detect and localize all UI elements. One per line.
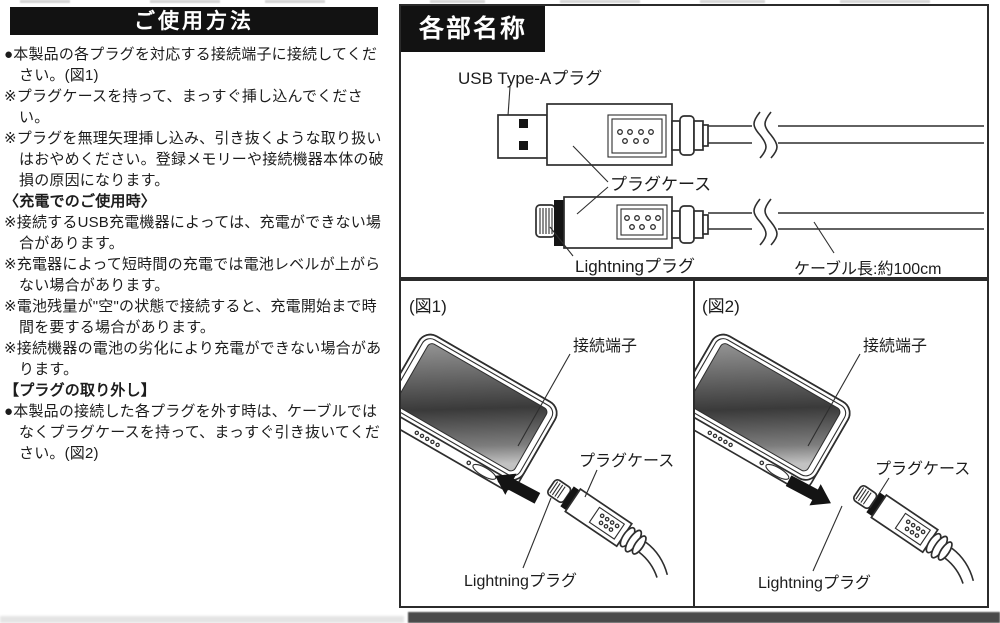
terminal-label: 接続端子 [573,337,637,355]
leader-line [517,353,571,447]
figure2-title: (図2) [702,297,740,316]
page-edge-artifact [20,0,70,3]
page-edge-artifact [700,0,765,3]
phone-illustration [695,333,851,495]
cable-boot [671,115,709,156]
usage-section-header: ご使用方法 [10,7,378,35]
usage-paragraph: ※プラグケースを持って、まっすぐ挿し込んでください。 [4,88,363,126]
usage-paragraph: ※充電器によって短時間の充電では電池レベルが上がらない場合があります。 [4,256,381,294]
page-edge-artifact [150,0,220,3]
leader-line [576,186,609,215]
part-names-panel: USB Type-Aプラグ プラグケース Lightningプラグ ケーブル長:… [399,4,989,279]
plug-case-label: プラグケース [875,460,970,478]
cable-line [708,111,984,159]
leader-line [812,505,843,572]
usage-subheader-charging: 〈充電でのご使用時〉 [4,193,157,210]
next-section-cutoff-bar [408,612,1000,623]
lightning-plug-illustration [852,484,975,584]
usage-subheader-unplug: 【プラグの取り外し】 [4,382,157,399]
usage-section-body: ●本製品の各プラグを対応する接続端子に接続してください。(図1) ※プラグケース… [4,44,391,464]
lightning-plug-label: Lightningプラグ [464,572,577,590]
usage-paragraph: ※電池残量が"空"の状態で接続すると、充電開始まで時間を要する場合があります。 [4,298,377,336]
leader-line [572,145,609,183]
remove-arrow-icon [785,475,831,506]
figures-diagram: (図1) 接続端子 プラグケース Lightningプラグ [401,281,975,606]
leader-line [813,221,835,254]
lightning-plug-label: Lightningプラグ [758,574,871,592]
cable-diagram: USB Type-Aプラグ プラグケース Lightningプラグ ケーブル長:… [458,69,984,277]
cable-length-label: ケーブル長:約100cm [794,259,942,277]
leader-line [584,469,598,498]
page-edge-artifact [560,0,640,3]
plug-case-label: プラグケース [579,452,674,470]
figure2: (図2) 接続端子 プラグケース Lightningプラグ [695,297,975,592]
usb-plug-drawing [497,86,984,166]
cable-break-icon [753,198,767,246]
connector-port [472,463,497,480]
page-edge-artifact [0,616,404,623]
cable-break-icon [764,198,778,246]
usage-paragraph: ●本製品の各プラグを対応する接続端子に接続してください。(図1) [4,46,378,84]
terminal-label: 接続端子 [863,337,927,355]
lightning-plug-drawing [535,196,984,249]
lightning-contact-hatching [539,208,553,234]
leader-line [522,497,552,569]
cable-boot [671,205,709,244]
cable-break-icon [764,111,778,159]
plug-case-label: プラグケース [610,175,711,194]
phone-illustration [401,333,558,495]
insert-arrow-icon [495,473,541,504]
leader-line [807,353,861,447]
cable-line [708,198,984,246]
page-edge-artifact [840,0,930,3]
usage-paragraph: ※接続機器の電池の劣化により充電ができない場合があります。 [4,340,382,378]
usage-paragraph: ※接続するUSB充電機器によっては、充電ができない場合があります。 [4,214,382,252]
cable-break-icon [753,111,767,159]
usage-paragraph: ●本製品の接続した各プラグを外す時は、ケーブルではなくプラグケースを持って、まっ… [4,403,381,462]
connector-port [765,463,790,480]
parts-section-header: 各部名称 [401,6,545,52]
page-edge-artifact [265,0,325,3]
leader-line [549,226,574,257]
lightning-plug-illustration [546,478,669,578]
figure1: (図1) 接続端子 プラグケース Lightningプラグ [401,297,674,590]
leader-line [869,477,890,509]
usage-paragraph: ※プラグを無理矢理挿し込み、引き抜くような取り扱いはおやめください。登録メモリー… [4,130,384,189]
usb-plug-label: USB Type-Aプラグ [458,69,602,88]
figures-panel: (図1) 接続端子 プラグケース Lightningプラグ [399,279,989,608]
figure1-title: (図1) [409,297,447,316]
page-edge-artifact [430,0,485,3]
lightning-plug-label: Lightningプラグ [575,257,695,276]
